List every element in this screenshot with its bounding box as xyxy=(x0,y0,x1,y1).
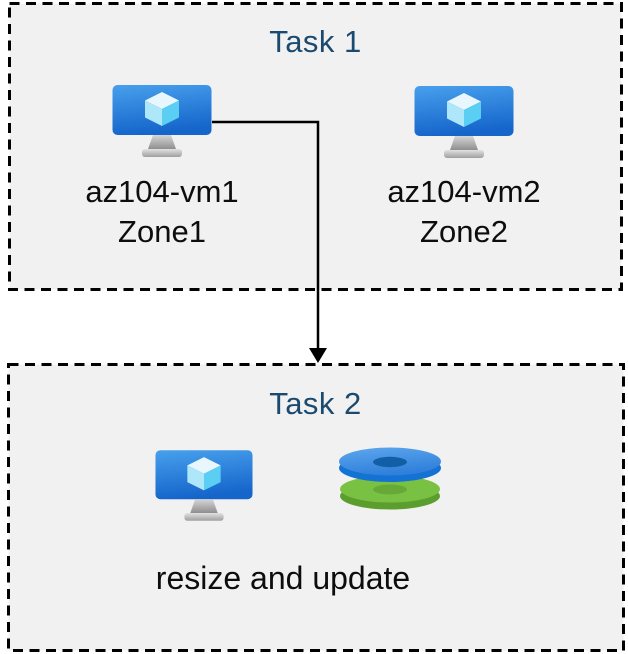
cube-left-face xyxy=(187,465,204,491)
task2-box xyxy=(7,363,625,652)
task1-title: Task 1 xyxy=(269,24,362,59)
cube-left-face xyxy=(145,100,162,126)
vm1-name: az104-vm1 xyxy=(85,174,239,209)
task2-title: Task 2 xyxy=(269,386,362,421)
cube-right-face xyxy=(464,101,481,127)
vm2-zone: Zone2 xyxy=(420,214,508,249)
green-disk-hole xyxy=(373,484,407,495)
blue-disk-hole xyxy=(373,456,407,468)
cube-top-face xyxy=(187,457,221,474)
cube-left-face xyxy=(447,101,464,127)
managed-disks-icon xyxy=(339,447,441,510)
monitor-stand xyxy=(148,135,176,149)
connector-line xyxy=(212,120,320,349)
monitor-base xyxy=(184,512,224,521)
vm1-label: az104-vm1 Zone1 xyxy=(52,172,272,252)
vm2-label: az104-vm2 Zone2 xyxy=(354,172,574,252)
vm2-name: az104-vm2 xyxy=(387,174,541,209)
monitor-stand xyxy=(190,499,218,513)
connector-arrowhead-icon xyxy=(309,348,327,363)
task2-caption: resize and update xyxy=(155,560,411,596)
vm1-zone: Zone1 xyxy=(118,214,206,249)
monitor-base xyxy=(444,150,484,158)
cube-right-face xyxy=(204,465,221,491)
virtual-machine-icon xyxy=(414,86,514,158)
virtual-machine-icon xyxy=(112,85,212,157)
cube-right-face xyxy=(162,100,179,126)
monitor-stand xyxy=(450,136,478,150)
task1-box xyxy=(8,2,623,291)
virtual-machine-icon xyxy=(155,450,253,521)
monitor-base xyxy=(142,149,182,157)
